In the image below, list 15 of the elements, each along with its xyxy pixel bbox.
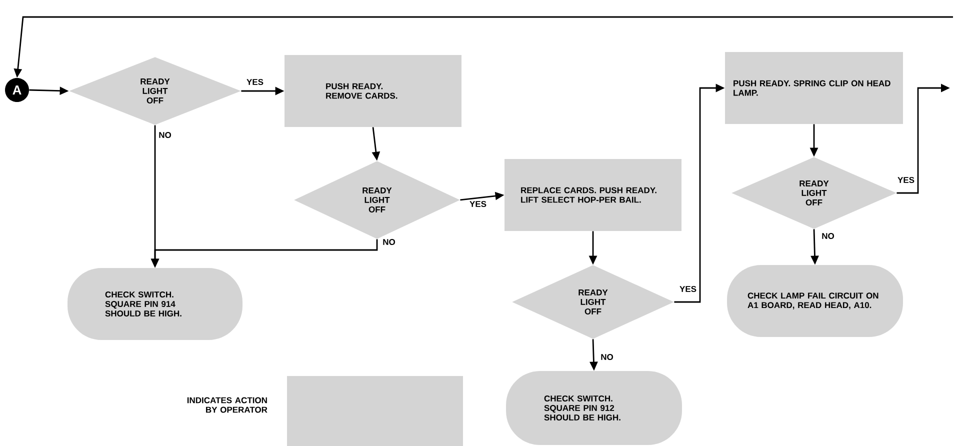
edge-label: YES: [468, 200, 488, 208]
process-box: PUSH READY. REMOVE CARDS.: [284, 55, 462, 127]
process-box: PUSH READY. SPRING CLIP ON HEAD LAMP.: [725, 52, 903, 124]
legend-text: INDICATES ACTION BY OPERATOR: [187, 397, 268, 413]
edge-label: NO: [600, 352, 614, 361]
process-box: REPLACE CARDS. PUSH READY. LIFT SELECT HOP-PER BAIL.: [504, 159, 682, 231]
edge-label: YES: [246, 78, 265, 86]
edge-label: YES: [678, 284, 698, 293]
terminal-box: CHECK SWITCH. SQUARE PIN 914 SHOULD BE HIGH.: [68, 268, 242, 340]
edge-label: NO: [158, 130, 172, 139]
edge-label: NO: [382, 238, 396, 246]
terminal-box: CHECK LAMP FAIL CIRCUIT ON A1 BOARD, READ HEAD, A10.: [727, 265, 903, 337]
terminal-box: CHECK SWITCH. SQUARE PIN 912 SHOULD BE HIGH.: [506, 371, 682, 445]
edge-label: YES: [896, 176, 916, 184]
edge-label: NO: [820, 232, 836, 240]
